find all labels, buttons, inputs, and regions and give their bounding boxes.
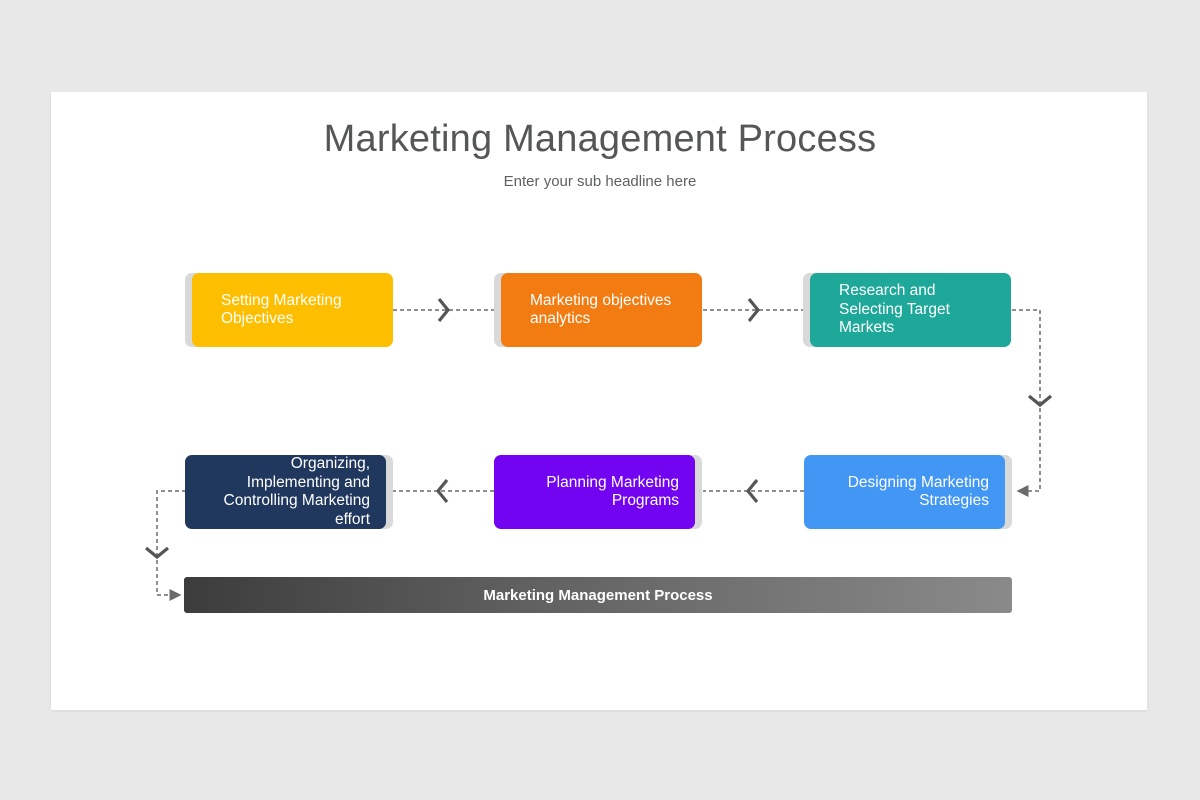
chevron-left-icon bbox=[745, 478, 759, 504]
step-organizing-controlling: Organizing, Implementing and Controlling… bbox=[185, 455, 393, 529]
chevron-down-icon bbox=[1027, 394, 1053, 408]
step-box: Marketing objectives analytics bbox=[501, 273, 702, 347]
step-label: Organizing, Implementing and Controlling… bbox=[223, 455, 370, 528]
step-box: Setting Marketing Objectives bbox=[192, 273, 393, 347]
step-planning-programs: Planning Marketing Programs bbox=[494, 455, 702, 529]
summary-bar: Marketing Management Process bbox=[184, 577, 1012, 613]
step-label: Marketing objectives analytics bbox=[530, 291, 672, 328]
chevron-down-icon bbox=[144, 546, 170, 560]
step-research-target-markets: Research and Selecting Target Markets bbox=[803, 273, 1011, 347]
step-objectives-analytics: Marketing objectives analytics bbox=[494, 273, 702, 347]
step-label: Planning Marketing Programs bbox=[546, 473, 679, 510]
connector-6-bar bbox=[156, 490, 186, 601]
step-label: Setting Marketing Objectives bbox=[221, 291, 342, 328]
step-setting-objectives: Setting Marketing Objectives bbox=[185, 273, 393, 347]
step-box: Organizing, Implementing and Controlling… bbox=[185, 455, 386, 529]
step-label: Designing Marketing Strategies bbox=[847, 473, 989, 510]
chevron-right-icon bbox=[747, 297, 761, 323]
chevron-left-icon bbox=[435, 478, 449, 504]
step-box: Research and Selecting Target Markets bbox=[810, 273, 1011, 347]
page-subtitle: Enter your sub headline here bbox=[503, 173, 697, 190]
step-label: Research and Selecting Target Markets bbox=[839, 282, 950, 337]
step-box: Designing Marketing Strategies bbox=[804, 455, 1005, 529]
page-title: Marketing Management Process bbox=[323, 118, 877, 160]
step-box: Planning Marketing Programs bbox=[494, 455, 695, 529]
step-designing-strategies: Designing Marketing Strategies bbox=[804, 455, 1012, 529]
summary-bar-label: Marketing Management Process bbox=[483, 586, 713, 604]
connector-3-4 bbox=[1012, 309, 1041, 497]
chevron-right-icon bbox=[437, 297, 451, 323]
